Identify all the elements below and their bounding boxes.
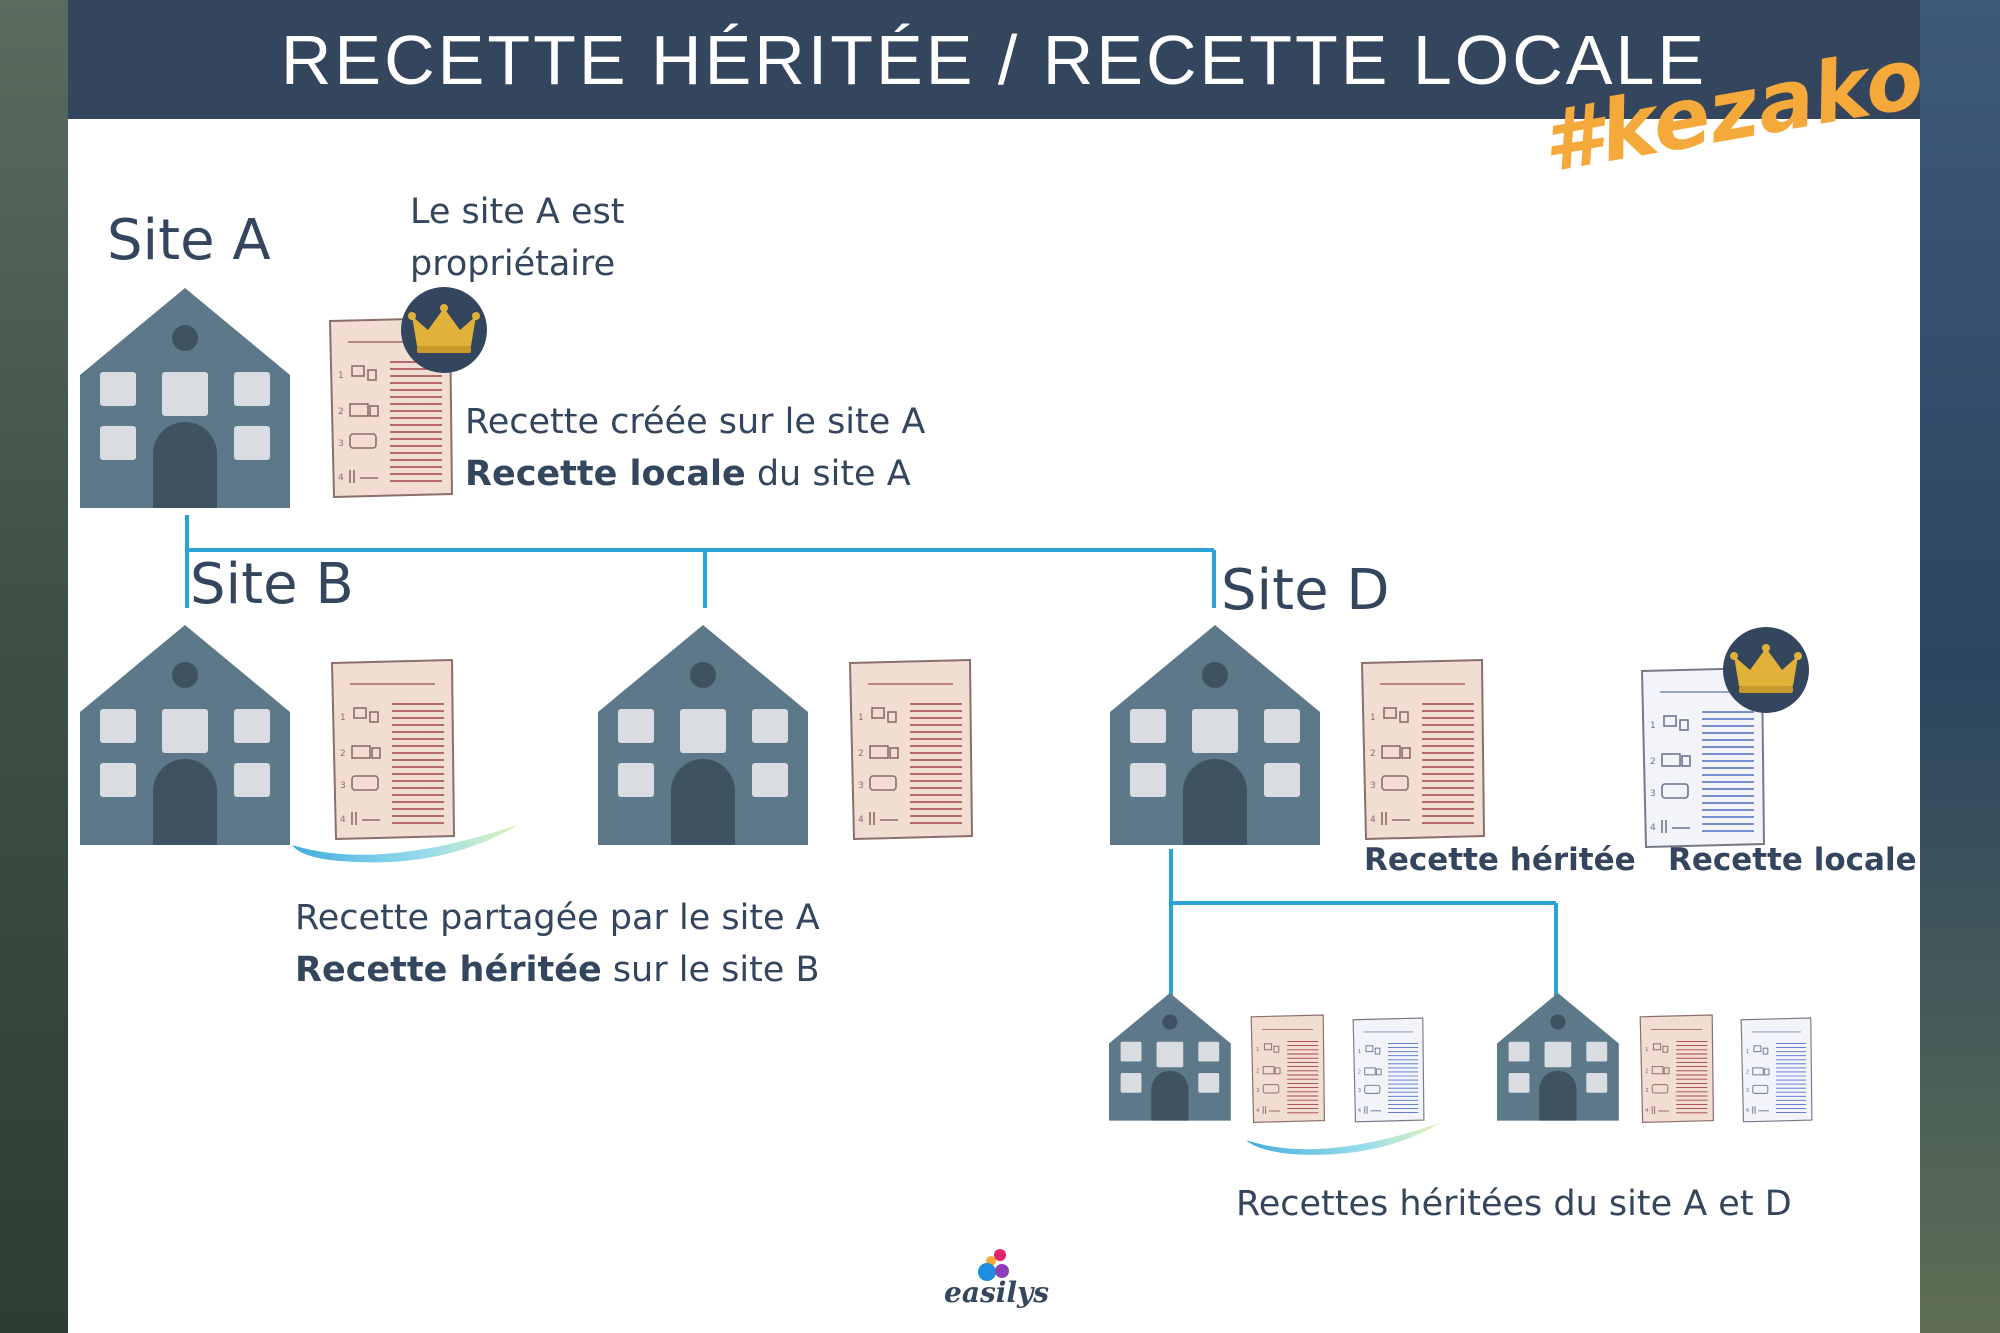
site-d-inherited-label: Recette héritée — [1364, 842, 1636, 878]
site-b-recipe-note-line1: Recette partagée par le site A — [295, 898, 820, 938]
child-site-2-inherited-recipe-document-icon — [1639, 1014, 1715, 1124]
child-site-1-building-icon — [1109, 993, 1231, 1121]
site-b-recipe-note-line2: Recette héritée sur le site B — [295, 944, 820, 996]
owner-note-line1: Le site A est — [410, 192, 625, 232]
site-b-brush-stroke — [292, 824, 520, 863]
easilys-logo-text: easilys — [944, 1276, 1050, 1309]
site-b-recipe-note: Recette partagée par le site A Recette h… — [295, 892, 820, 996]
site-d-local-label: Recette locale — [1668, 842, 1917, 878]
site-b-recipe-note-rest: sur le site B — [601, 950, 820, 990]
site-b-recipe-document-icon — [331, 659, 455, 840]
site-d-label: Site D — [1221, 558, 1390, 623]
site-a-recipe-note: Recette créée sur le site A Recette loca… — [465, 396, 925, 500]
child-site-2-local-recipe-document-icon — [1740, 1017, 1813, 1123]
site-d-inherited-recipe-document-icon — [1361, 659, 1485, 840]
owner-note-line2: propriétaire — [410, 244, 616, 284]
local-recipe-term: Recette locale — [465, 454, 746, 494]
header-bar — [68, 0, 1920, 119]
site-d-crown-icon — [1723, 627, 1809, 713]
inherited-recipe-term: Recette héritée — [295, 950, 602, 990]
site-a-label: Site A — [107, 208, 271, 273]
site-c-building-icon — [598, 625, 808, 845]
site-c-recipe-document-icon — [849, 659, 973, 840]
site-b-label: Site B — [190, 552, 354, 617]
site-b-building-icon — [80, 625, 290, 845]
child-site-2-building-icon — [1497, 993, 1619, 1121]
site-a-recipe-note-rest: du site A — [745, 454, 911, 494]
page-title: RECETTE HÉRITÉE / RECETTE LOCALE — [280, 21, 1708, 99]
easilys-logo-icon — [978, 1249, 1009, 1281]
background-right-edge — [1920, 0, 2000, 1333]
site-d-building-icon — [1110, 625, 1320, 845]
child-site-1-local-recipe-document-icon — [1352, 1017, 1425, 1123]
child-site-brush-stroke — [1246, 1122, 1442, 1155]
site-a-recipe-note-line2: Recette locale du site A — [465, 448, 925, 500]
owner-note: Le site A est propriétaire — [410, 186, 624, 290]
children-note: Recettes héritées du site A et D — [1236, 1184, 1792, 1224]
site-a-building-icon — [80, 288, 290, 508]
connector-lines — [185, 515, 1558, 1000]
site-a-recipe-note-line1: Recette créée sur le site A — [465, 402, 926, 442]
site-a-crown-icon — [401, 287, 487, 373]
child-site-1-inherited-recipe-document-icon — [1250, 1014, 1326, 1124]
